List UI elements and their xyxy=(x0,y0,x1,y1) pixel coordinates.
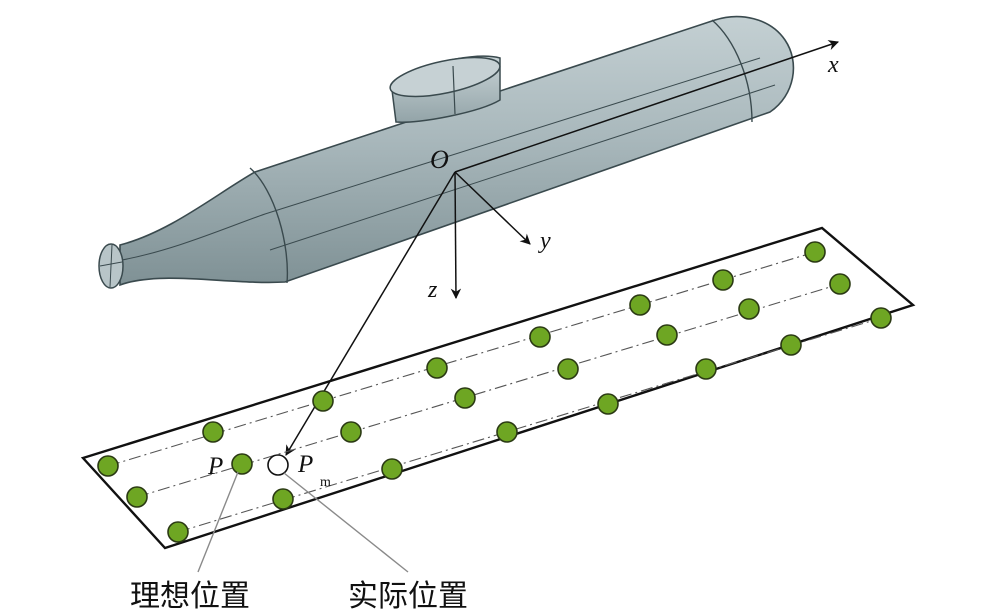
point-labels: P P m xyxy=(207,451,331,490)
x-axis-label: x xyxy=(827,52,839,78)
hull-seam xyxy=(121,57,761,261)
coordinate-axes: O x y z xyxy=(285,40,839,456)
sensor-marker xyxy=(272,488,294,510)
sensor-marker xyxy=(340,421,362,443)
sensor-marker xyxy=(126,486,148,508)
sensor-marker xyxy=(597,393,619,415)
actual-position-marker xyxy=(267,454,289,476)
sensor-marker xyxy=(312,390,334,412)
y-axis-arrow xyxy=(454,171,531,245)
submarine-hull xyxy=(119,15,795,287)
hull-seam xyxy=(269,84,776,251)
z-axis-label: z xyxy=(427,277,438,303)
sensor-marker xyxy=(870,307,892,329)
sensor-marker xyxy=(804,241,826,263)
sensor-marker xyxy=(829,273,851,295)
z-axis-arrow xyxy=(450,171,462,300)
sensor-marker xyxy=(656,324,678,346)
sensor-marker xyxy=(780,334,802,356)
sensor-marker xyxy=(381,458,403,480)
sensor-marker xyxy=(738,298,760,320)
tail-cap-line xyxy=(109,244,113,288)
origin-label: O xyxy=(430,145,449,174)
actual-point-label: P xyxy=(297,451,313,478)
actual-point-subscript: m xyxy=(320,475,331,490)
actual-position-caption: 实际位置 xyxy=(348,579,468,614)
sensor-marker xyxy=(557,358,579,380)
array-row-lines xyxy=(107,251,882,533)
sensor-marker xyxy=(629,294,651,316)
sensor-marker xyxy=(496,421,518,443)
array-plate-outline xyxy=(80,226,916,550)
position-vector-arrow xyxy=(285,171,456,456)
sensor-marker xyxy=(529,326,551,348)
sensor-marker xyxy=(426,357,448,379)
sail-top xyxy=(389,56,501,98)
captions: 理想位置 实际位置 xyxy=(130,471,468,614)
x-axis-arrow xyxy=(454,40,839,173)
y-axis-label: y xyxy=(538,228,551,254)
sensor-marker xyxy=(231,453,253,475)
sensor-marker xyxy=(167,521,189,543)
sensor-marker xyxy=(712,269,734,291)
ideal-point-label: P xyxy=(207,453,223,480)
sensor-marker xyxy=(97,455,119,477)
actual-leader-line xyxy=(283,472,409,573)
ideal-leader-line xyxy=(197,471,239,573)
sensor-marker xyxy=(695,358,717,380)
sensor-marker xyxy=(454,387,476,409)
sail-divider xyxy=(452,65,456,115)
submarine xyxy=(98,15,795,289)
array-markers xyxy=(97,241,892,543)
ideal-position-caption: 理想位置 xyxy=(130,579,250,614)
sensor-marker xyxy=(202,421,224,443)
hull-ring-fore xyxy=(711,19,753,123)
hull-ring-aft xyxy=(249,167,289,284)
array-row-line xyxy=(107,251,816,467)
sensor-array-plate xyxy=(80,226,916,550)
